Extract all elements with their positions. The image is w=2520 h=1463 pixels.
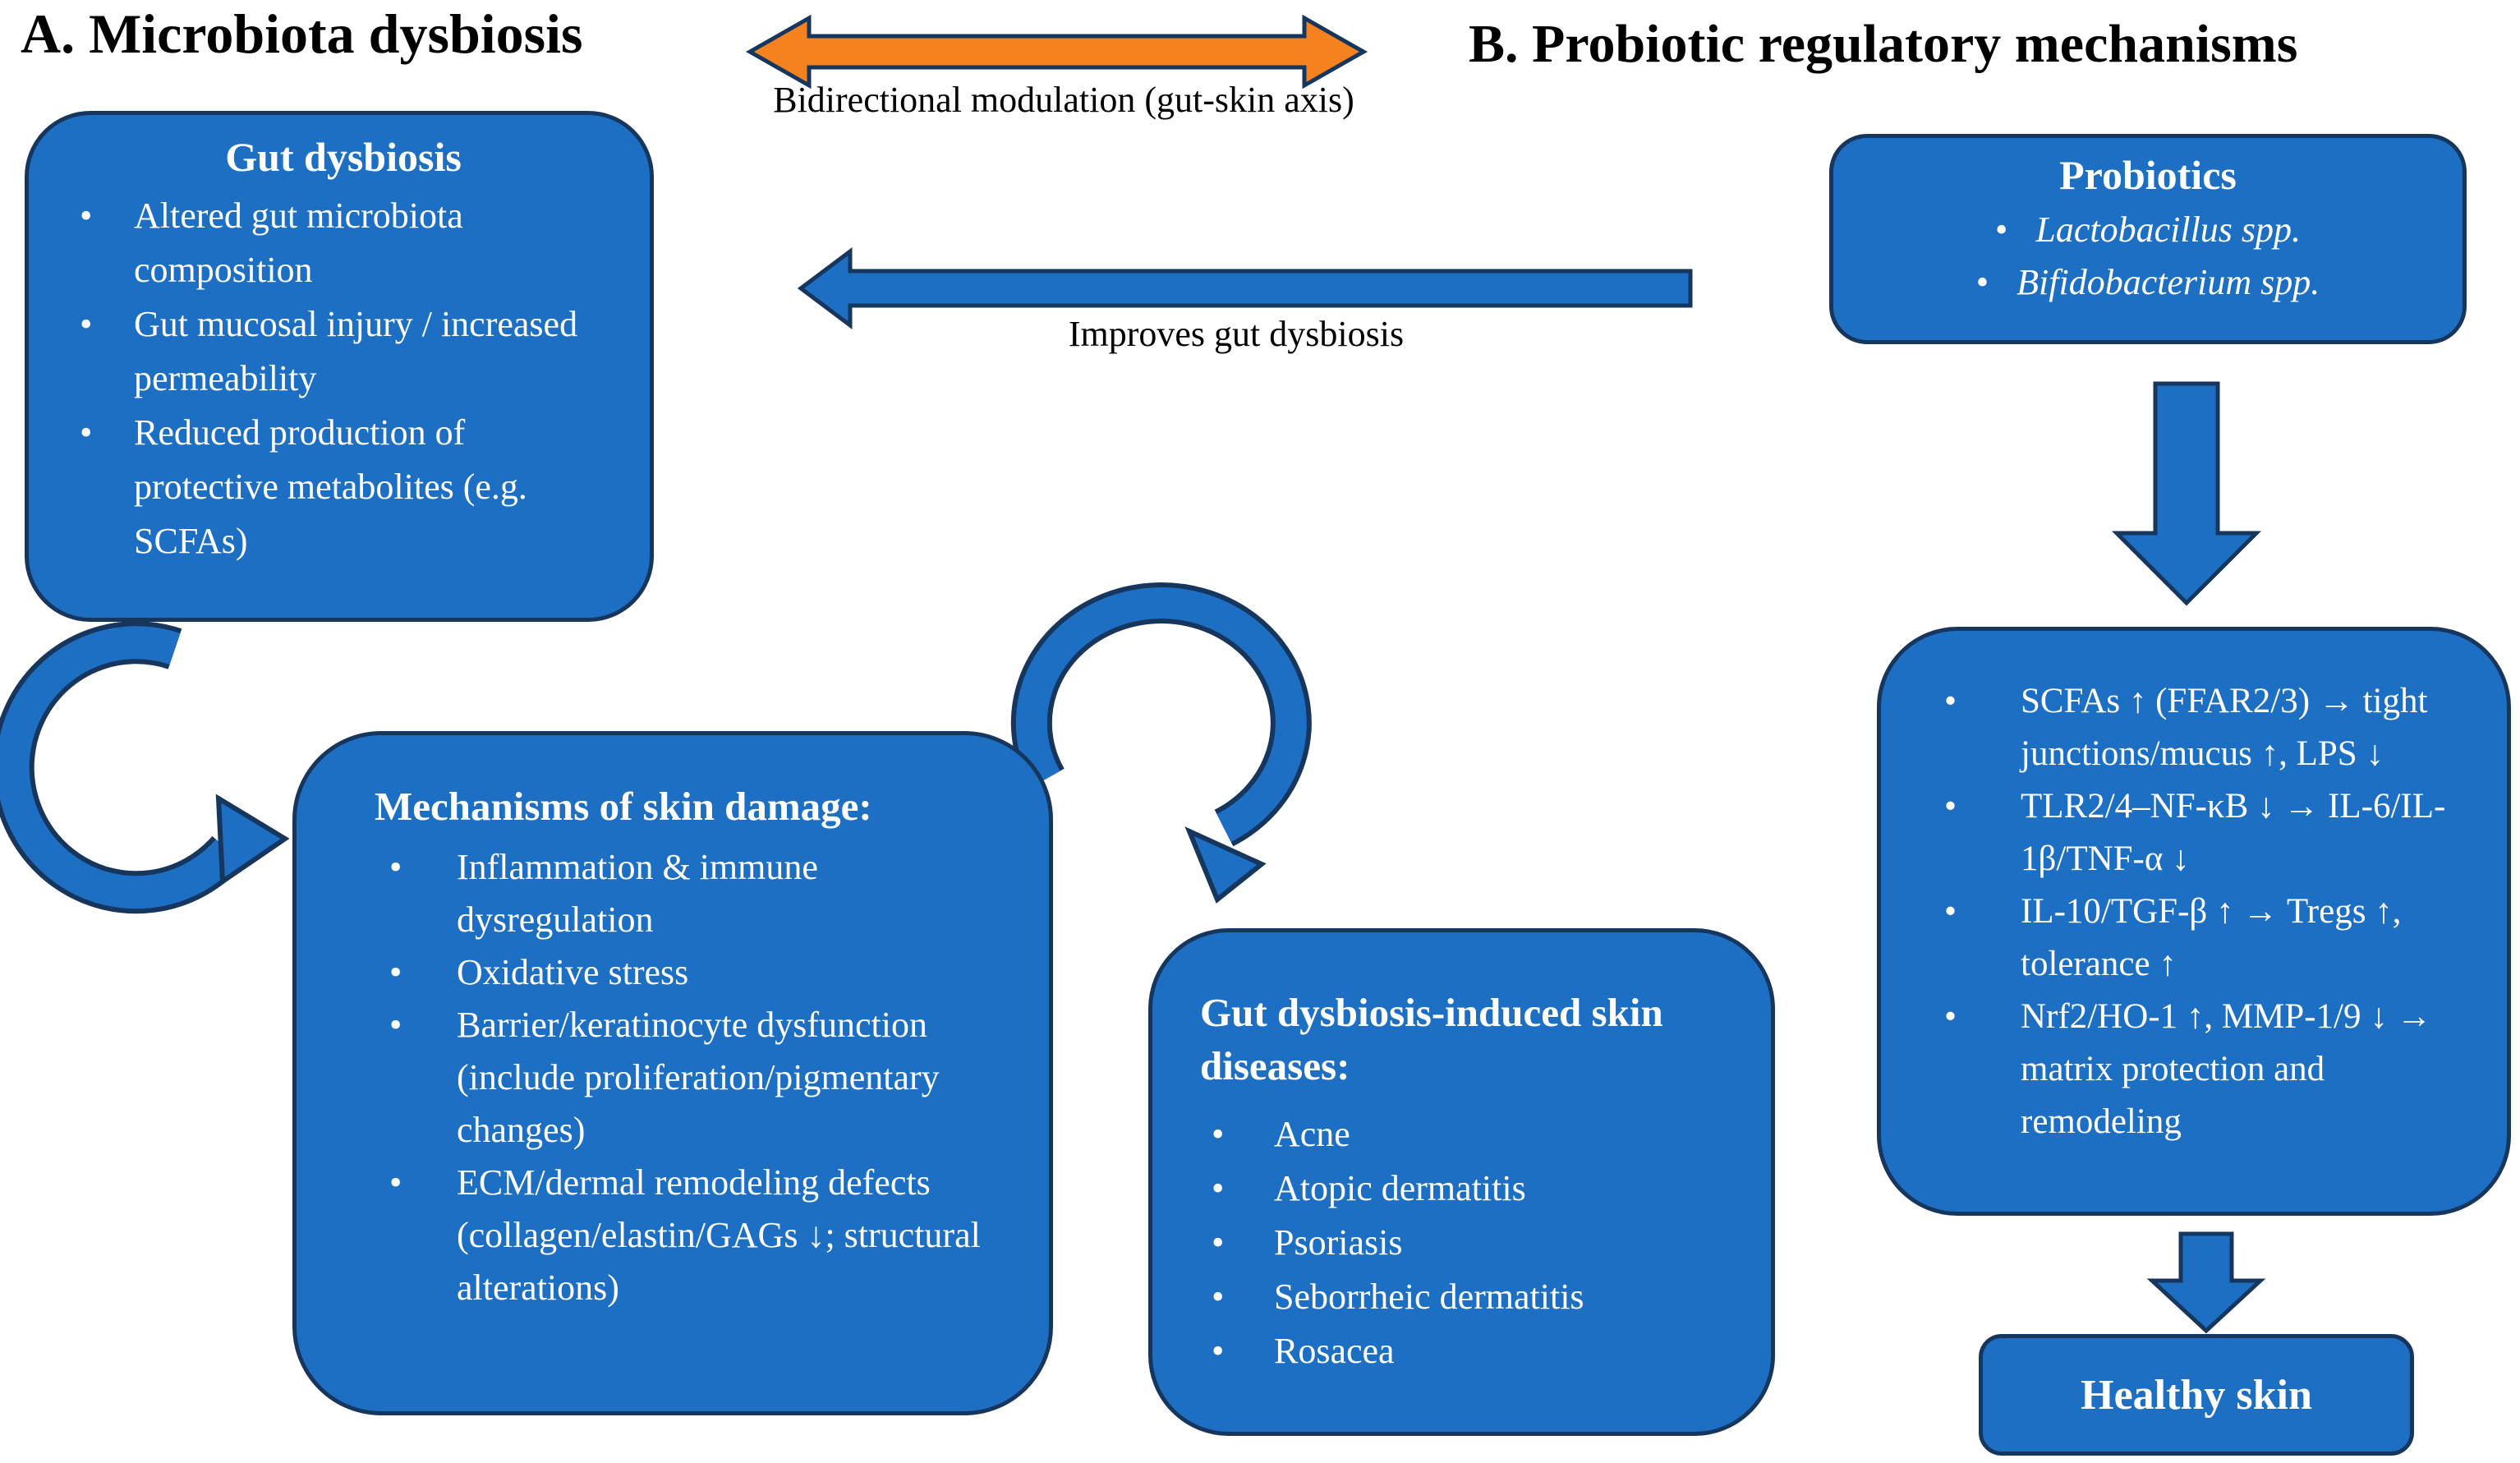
bullet-item: Acne <box>1200 1107 1730 1162</box>
bullet-item: Bifidobacterium spp. <box>1833 256 2463 309</box>
gut-dysbiosis-bullet-list: Altered gut microbiota compositionGut mu… <box>68 189 619 568</box>
skin-diseases-box-title: Gut dysbiosis-induced skin diseases: <box>1200 990 1663 1088</box>
healthy-skin-box-title: Healthy skin <box>2081 1371 2312 1419</box>
bullet-item: Psoriasis <box>1200 1216 1730 1270</box>
down-arrow-probiotics-icon <box>2111 381 2262 606</box>
gut-dysbiosis-box: Gut dysbiosis Altered gut microbiota com… <box>25 111 654 622</box>
bullet-item: Rosacea <box>1200 1324 1730 1378</box>
section-a-title: A. Microbiota dysbiosis <box>21 2 583 65</box>
improves-arrow-icon <box>797 247 1693 329</box>
curved-arrow-right-icon <box>1010 582 1312 904</box>
probiotics-bullet-list: Lactobacillus spp.Bifidobacterium spp. <box>1833 204 2463 309</box>
skin-damage-mechanisms-box: Mechanisms of skin damage: Inflammation … <box>292 731 1053 1415</box>
bullet-item: Oxidative stress <box>375 946 1016 999</box>
section-b-title: B. Probiotic regulatory mechanisms <box>1469 14 2298 74</box>
curved-arrow-left-icon <box>0 621 290 914</box>
bullet-item: Gut mucosal injury / increased permeabil… <box>68 297 619 406</box>
probiotics-box-title: Probiotics <box>2059 152 2237 198</box>
bidirectional-arrow-icon <box>745 14 1368 90</box>
bullet-item: IL-10/TGF-β ↑ → Tregs ↑, tolerance ↑ <box>1926 886 2484 991</box>
skin-diseases-box: Gut dysbiosis-induced skin diseases: Acn… <box>1148 928 1775 1436</box>
skin-diseases-bullet-list: AcneAtopic dermatitisPsoriasisSeborrheic… <box>1200 1107 1730 1378</box>
down-arrow-healthy-icon <box>2146 1231 2266 1334</box>
probiotic-mechanisms-bullet-list: SCFAs ↑ (FFAR2/3) → tight junctions/mucu… <box>1926 675 2484 1148</box>
bullet-item: Atopic dermatitis <box>1200 1162 1730 1216</box>
improves-arrow-label: Improves gut dysbiosis <box>1068 314 1405 354</box>
bullet-item: TLR2/4–NF-κB ↓ → IL-6/IL-1β/TNF-α ↓ <box>1926 780 2484 886</box>
skin-damage-box-title: Mechanisms of skin damage: <box>375 784 872 829</box>
bullet-item: Lactobacillus spp. <box>1833 204 2463 256</box>
healthy-skin-box: Healthy skin <box>1979 1334 2414 1456</box>
bullet-item: Reduced production of protective metabol… <box>68 406 619 568</box>
skin-damage-bullet-list: Inflammation & immune dysregulationOxida… <box>375 841 1016 1314</box>
bullet-item: Altered gut microbiota composition <box>68 189 619 297</box>
bullet-item: Nrf2/HO-1 ↑, MMP-1/9 ↓ → matrix protecti… <box>1926 991 2484 1148</box>
bullet-item: Barrier/keratinocyte dysfunction (includ… <box>375 999 1016 1157</box>
gut-dysbiosis-box-title: Gut dysbiosis <box>225 134 462 180</box>
probiotics-box: Probiotics Lactobacillus spp.Bifidobacte… <box>1829 134 2467 344</box>
bullet-item: SCFAs ↑ (FFAR2/3) → tight junctions/mucu… <box>1926 675 2484 780</box>
bidirectional-arrow-label: Bidirectional modulation (gut-skin axis) <box>773 80 1354 120</box>
bullet-item: Seborrheic dermatitis <box>1200 1270 1730 1324</box>
probiotic-mechanisms-box: SCFAs ↑ (FFAR2/3) → tight junctions/mucu… <box>1877 627 2511 1216</box>
bullet-item: Inflammation & immune dysregulation <box>375 841 1016 946</box>
bullet-item: ECM/dermal remodeling defects (collagen/… <box>375 1157 1016 1314</box>
